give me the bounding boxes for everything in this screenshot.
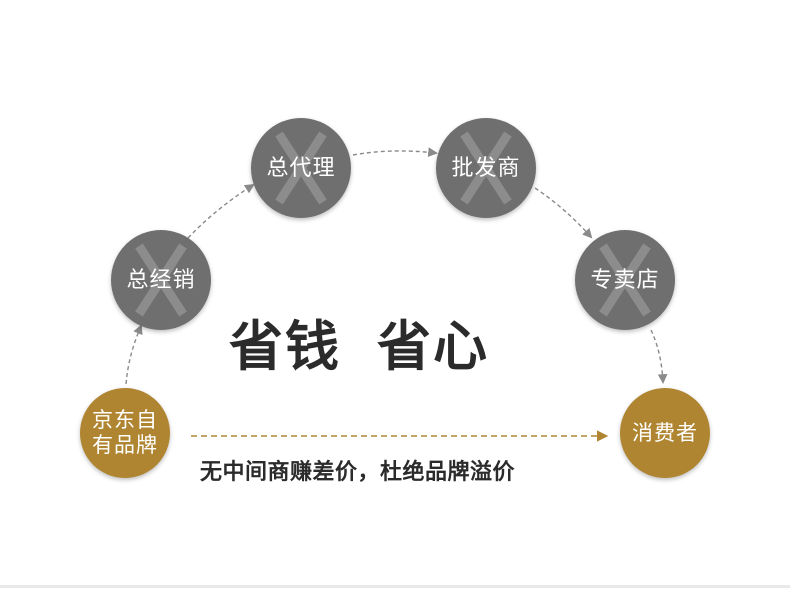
arrow-zongdaili-to-pifashang: [352, 147, 438, 158]
arrow-zongjingxiao-to-zongdaili: [187, 183, 255, 239]
arrow-brand-to-zongjingxiao: [125, 324, 143, 385]
node-zhuanmaidian: 专卖店: [575, 230, 675, 330]
arrow-pifashang-to-zhuanmaidian: [534, 187, 593, 239]
x-mark-icon: [135, 243, 187, 317]
node-zongjingxiao: 总经销: [111, 230, 211, 330]
slogan-part-1: 省钱: [229, 315, 341, 378]
node-label: 总代理: [266, 155, 336, 181]
x-mark-icon: [599, 243, 651, 317]
node-pifashang: 批发商: [436, 118, 536, 218]
node-label: 京东自 有品牌: [92, 408, 158, 458]
node-label-line-1: 京东自: [92, 408, 158, 432]
x-mark-icon: [460, 131, 512, 205]
node-label: 消费者: [632, 420, 698, 445]
slogan-part-2: 省心: [377, 315, 489, 378]
x-mark-icon: [275, 131, 327, 205]
node-label: 专卖店: [590, 267, 660, 293]
node-label-line-2: 有品牌: [92, 433, 158, 457]
caption: 无中间商赚差价，杜绝品牌溢价: [200, 460, 516, 485]
node-brand: 京东自 有品牌: [80, 388, 170, 478]
node-consumer: 消费者: [620, 388, 710, 478]
node-label: 批发商: [451, 155, 521, 181]
node-zongdaili: 总代理: [251, 118, 351, 218]
node-label: 总经销: [126, 267, 196, 293]
slogan: 省钱省心: [229, 302, 489, 381]
bottom-divider: [0, 585, 790, 588]
arrow-zhuanmaidian-to-consumer: [650, 329, 668, 384]
